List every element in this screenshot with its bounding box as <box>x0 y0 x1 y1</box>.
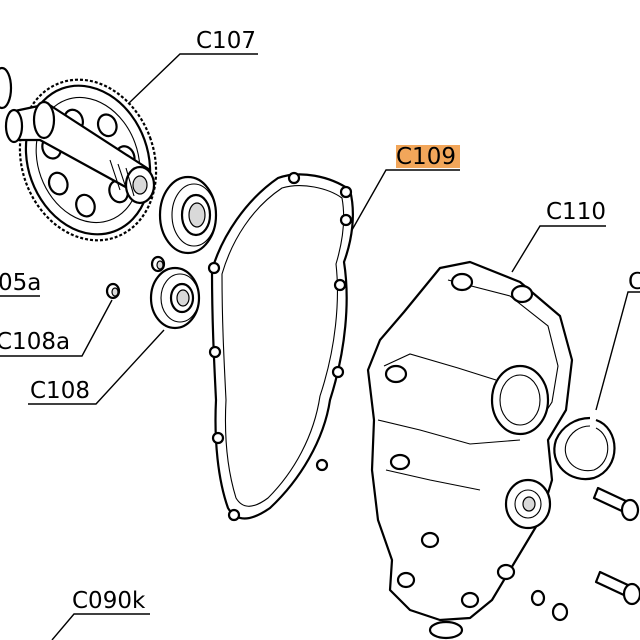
callout-c090k[interactable]: C090k <box>72 588 146 614</box>
leader-c108 <box>28 329 165 405</box>
housing-c110[interactable] <box>366 260 574 622</box>
callout-c110[interactable]: C110 <box>546 199 606 225</box>
callout-c105a-partial[interactable]: 05a <box>0 270 41 296</box>
leader-c107 <box>127 53 258 105</box>
leader-c109 <box>351 169 460 231</box>
leader-lines <box>0 53 640 640</box>
callout-c108[interactable]: C108 <box>30 378 90 404</box>
leader-c090k <box>51 613 150 640</box>
bearing-upper[interactable] <box>158 175 218 255</box>
bearing-c108[interactable] <box>149 266 201 330</box>
callout-highlight-c109 <box>396 145 460 168</box>
callout-c108a[interactable]: C108a <box>0 329 70 355</box>
leader-c108a <box>0 299 113 357</box>
gear-shaft-assembly[interactable] <box>0 60 178 259</box>
bolt-lower[interactable] <box>594 570 640 606</box>
callout-c109[interactable]: C109 <box>396 144 456 170</box>
gasket-c109[interactable] <box>207 171 354 522</box>
leader-c110 <box>511 225 606 273</box>
pin-c108a[interactable] <box>105 255 166 300</box>
bolt-upper[interactable] <box>592 486 640 522</box>
fitting-bottom-left[interactable] <box>428 589 569 640</box>
circlip[interactable] <box>553 416 616 481</box>
callout-right-partial[interactable]: C <box>628 269 640 295</box>
callout-c107[interactable]: C107 <box>196 28 256 54</box>
leader-right-partial <box>595 291 640 411</box>
